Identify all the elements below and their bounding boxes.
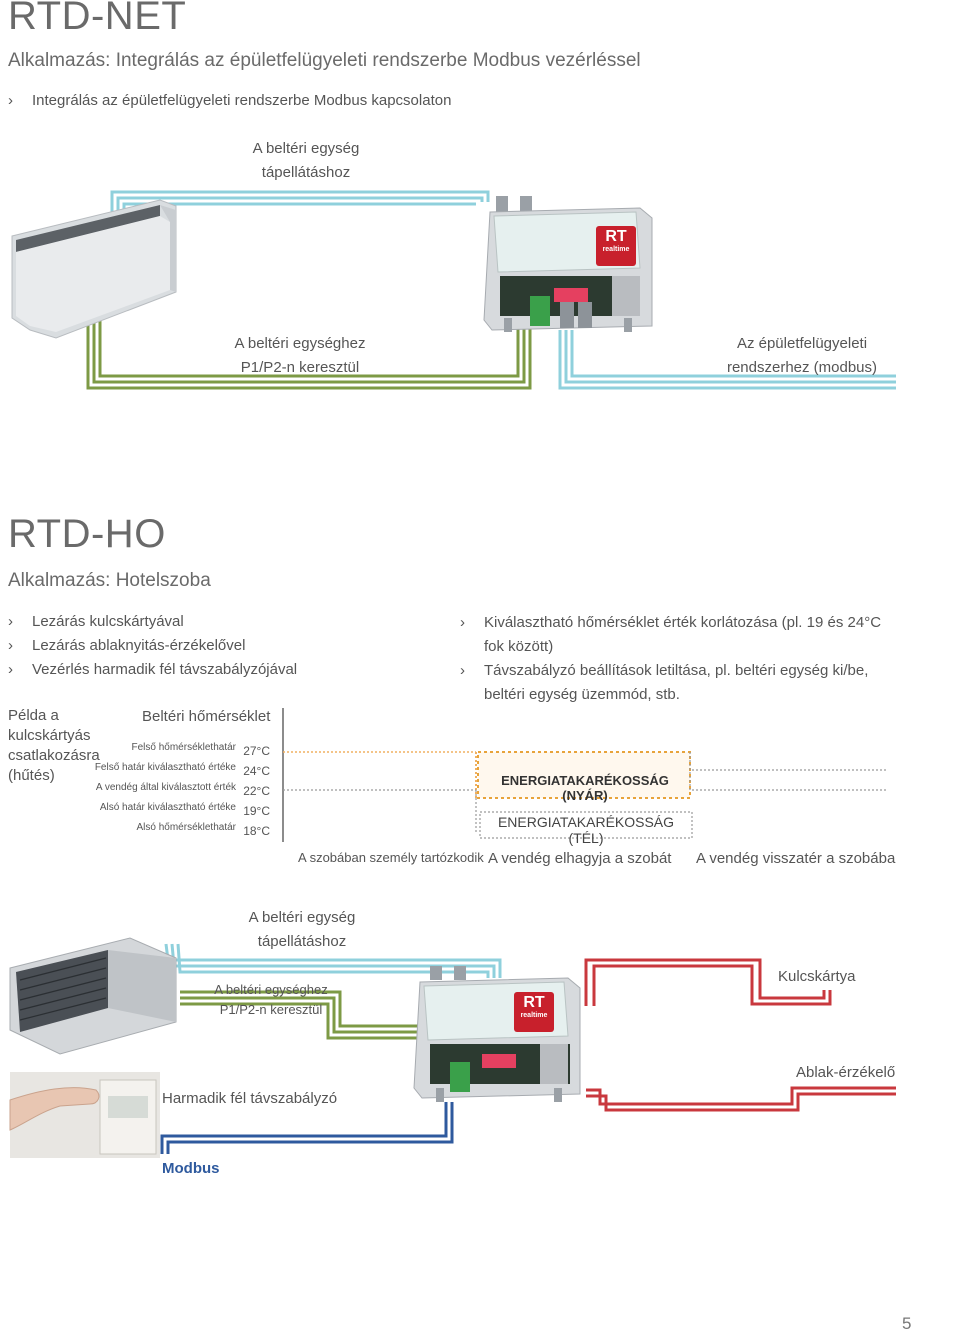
net-brand-top: RT bbox=[605, 228, 627, 245]
ho-bullet-left: Lezárás ablaknyitás-érzékelővel bbox=[8, 634, 428, 658]
net-bms-label: Az épületfelügyeleti rendszerhez (modbus… bbox=[712, 332, 892, 380]
phase-occupied: A szobában személy tartózkodik bbox=[298, 850, 484, 865]
net-p1p2-label: A beltéri egységhez P1/P2-n keresztül bbox=[210, 332, 390, 380]
net-power-label-line2: tápellátáshoz bbox=[261, 164, 351, 181]
temp-row: Felső határ kiválasztható értéke 24°C bbox=[60, 762, 274, 782]
net-bms-label-line1: Az épületfelügyeleti bbox=[736, 335, 868, 352]
temp-row-label: Alsó határ kiválasztható értéke bbox=[99, 802, 236, 813]
ho-power-label-line1: A beltéri egység bbox=[248, 909, 356, 926]
ho-brand-top: RT bbox=[523, 994, 545, 1011]
ho-bullet-left: Lezárás kulcskártyával bbox=[8, 610, 428, 634]
energy-graph bbox=[283, 751, 888, 839]
net-title: RTD-NET bbox=[8, 0, 187, 38]
temp-row: Felső hőmérséklethatár 27°C bbox=[60, 742, 274, 762]
net-indoor-unit bbox=[11, 199, 177, 339]
example-caption-line4: (hűtés) bbox=[8, 767, 55, 784]
ho-subtitle: Alkalmazás: Hotelszoba bbox=[8, 570, 211, 591]
temp-row-label: A vendég által kiválasztott érték bbox=[95, 782, 236, 793]
net-power-label-line1: A beltéri egység bbox=[252, 140, 360, 157]
temp-row-value: 24°C bbox=[243, 764, 270, 778]
ho-brand-bottom: realtime bbox=[520, 1012, 548, 1019]
ho-remote-photo bbox=[9, 1072, 160, 1158]
net-modbus-wires bbox=[558, 330, 896, 390]
phase-leaves: A vendég elhagyja a szobát bbox=[488, 850, 672, 867]
phase-returns: A vendég visszatér a szobába bbox=[696, 850, 896, 867]
window-sensor-label: Ablak-érzékelő bbox=[796, 1064, 896, 1081]
net-brand-logo: RT realtime bbox=[598, 228, 634, 253]
remote-label: Harmadik fél távszabályzó bbox=[162, 1090, 338, 1107]
net-bullets: Integrálás az épületfelügyeleti rendszer… bbox=[8, 89, 451, 113]
indoor-temp-label: Beltéri hőmérséklet bbox=[142, 708, 271, 725]
net-controller-box bbox=[483, 196, 653, 332]
energy-summer-label: ENERGIATAKARÉKOSSÁG (NYÁR) bbox=[501, 773, 669, 803]
ho-controller-box bbox=[413, 966, 581, 1102]
ho-power-wires bbox=[164, 943, 502, 978]
modbus-label: Modbus bbox=[162, 1160, 220, 1177]
temp-row-label: Alsó hőmérséklethatár bbox=[136, 822, 237, 833]
temp-scale: Felső hőmérséklethatár 27°C Felső határ … bbox=[60, 742, 274, 842]
ho-bullet-left: Vezérlés harmadik fél távszabályzójával bbox=[8, 658, 428, 682]
temp-row-value: 18°C bbox=[243, 824, 270, 838]
ho-bullet-right: Kiválasztható hőmérséklet érték korlátoz… bbox=[460, 611, 900, 659]
net-power-label: A beltéri egység tápellátáshoz bbox=[226, 137, 386, 185]
example-caption-line3: csatlakozásra bbox=[8, 747, 100, 764]
page-number: 5 bbox=[902, 1314, 912, 1333]
ho-title: RTD-HO bbox=[8, 512, 166, 556]
keycard-label: Kulcskártya bbox=[778, 968, 856, 985]
example-caption-line2: kulcskártyás bbox=[8, 727, 91, 744]
ho-window-wires bbox=[586, 1086, 896, 1112]
temp-row: Alsó hőmérséklethatár 18°C bbox=[60, 822, 274, 842]
net-bullet: Integrálás az épületfelügyeleti rendszer… bbox=[8, 89, 451, 113]
net-p1p2-label-line1: A beltéri egységhez bbox=[234, 335, 366, 352]
net-brand-bottom: realtime bbox=[602, 246, 630, 253]
ho-keycard-wires bbox=[584, 958, 832, 1006]
temp-row: Alsó határ kiválasztható értéke 19°C bbox=[60, 802, 274, 822]
ho-p1p2-label: A beltéri egységhez P1/P2-n keresztül bbox=[196, 980, 346, 1020]
net-p1p2-label-line2: P1/P2-n keresztül bbox=[240, 359, 360, 376]
ho-modbus-wires bbox=[160, 1102, 454, 1154]
example-caption: Példa a kulcskártyás csatlakozásra (hűté… bbox=[8, 706, 100, 786]
temp-row-label: Felső határ kiválasztható értéke bbox=[94, 762, 236, 773]
net-subtitle: Alkalmazás: Integrálás az épületfelügyel… bbox=[8, 50, 641, 71]
ho-p1p2-label-line2: P1/P2-n keresztül bbox=[219, 1002, 323, 1017]
ho-bullet-right: Távszabályzó beállítások letiltása, pl. … bbox=[460, 659, 900, 707]
ho-bullets-left: Lezárás kulcskártyával Lezárás ablaknyit… bbox=[8, 610, 428, 682]
temp-row-value: 27°C bbox=[243, 744, 270, 758]
example-caption-line1: Példa a bbox=[8, 707, 59, 724]
energy-winter-label: ENERGIATAKARÉKOSSÁG (TÉL) bbox=[497, 814, 675, 846]
temp-row-value: 19°C bbox=[243, 804, 270, 818]
ho-brand-logo: RT realtime bbox=[516, 994, 552, 1019]
temp-row-label: Felső hőmérséklethatár bbox=[131, 742, 237, 753]
ho-indoor-unit bbox=[9, 937, 177, 1055]
ho-p1p2-label-line1: A beltéri egységhez bbox=[214, 982, 328, 997]
ho-power-label-line2: tápellátáshoz bbox=[257, 933, 347, 950]
temp-row: A vendég által kiválasztott érték 22°C bbox=[60, 782, 274, 802]
net-bms-label-line2: rendszerhez (modbus) bbox=[726, 359, 878, 376]
ho-power-label: A beltéri egység tápellátáshoz bbox=[222, 906, 382, 954]
net-p1p2-wires bbox=[86, 316, 532, 390]
ho-bullets-right: Kiválasztható hőmérséklet érték korlátoz… bbox=[460, 611, 900, 707]
temp-row-value: 22°C bbox=[243, 784, 270, 798]
